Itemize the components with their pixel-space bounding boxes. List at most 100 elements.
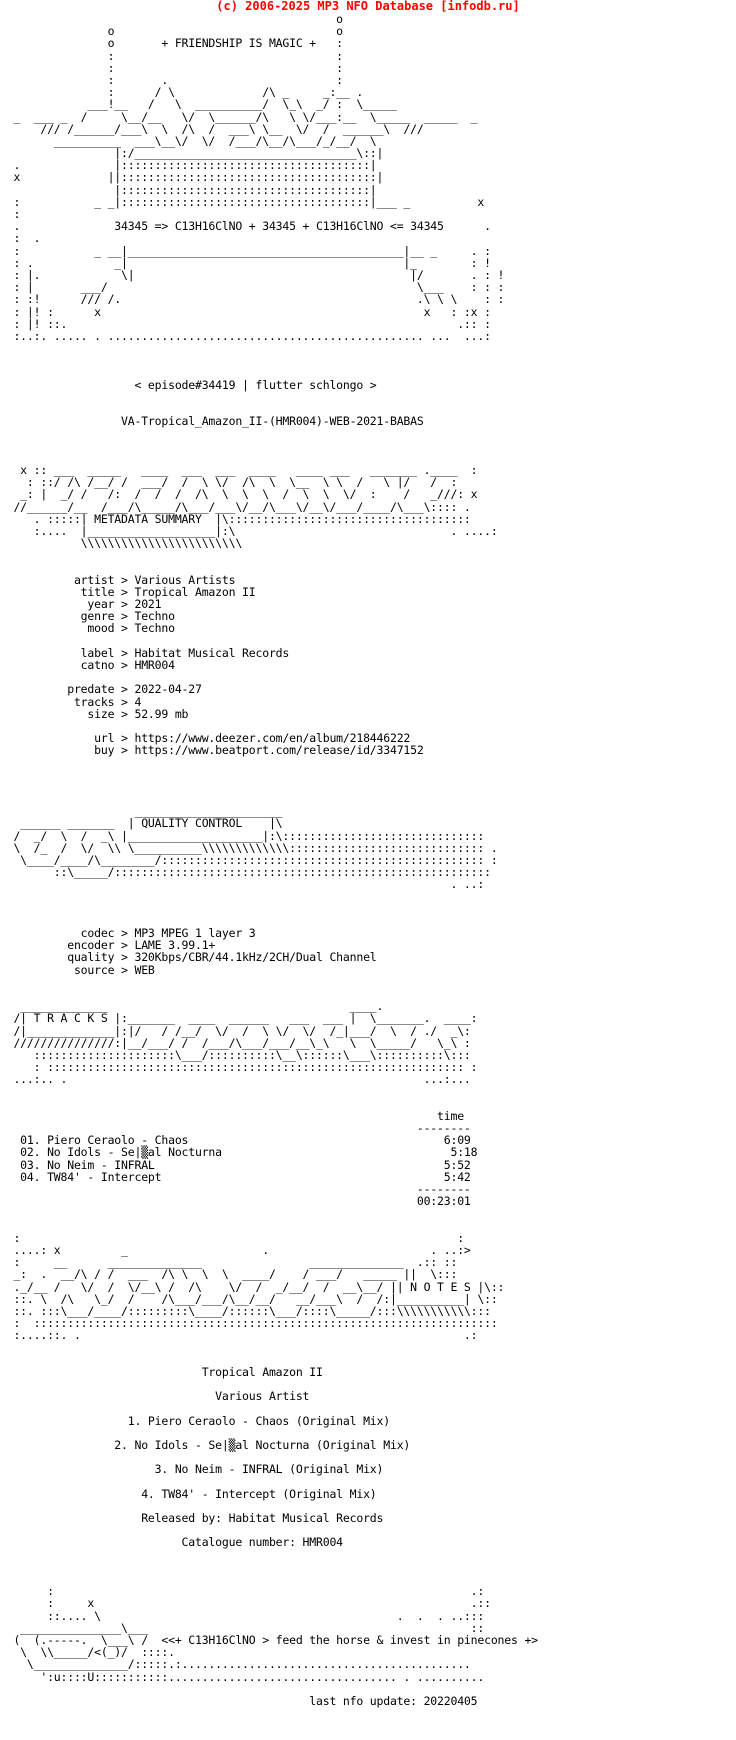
nfo-line: : |! : x x : :x : xyxy=(0,304,491,319)
nfo-line: label > Habitat Musical Records xyxy=(0,645,290,660)
nfo-line xyxy=(0,342,736,354)
nfo-line: |:/_________________________________\::| xyxy=(0,146,384,161)
nfo-line: url > https://www.deezer.com/en/album/21… xyxy=(0,731,411,746)
nfo-line: last nfo update: 20220405 xyxy=(0,1693,478,1708)
nfo-line xyxy=(0,1549,736,1561)
nfo-line: Released by: Habitat Musical Records xyxy=(0,1511,384,1526)
nfo-line xyxy=(0,1561,736,1573)
copyright-header: (c) 2006-2025 MP3 NFO Database [infodb.r… xyxy=(216,0,520,13)
nfo-line xyxy=(0,1207,736,1219)
nfo-line: source > WEB xyxy=(0,962,155,977)
nfo-line: : / \ /\ _ _:__ . xyxy=(0,85,364,100)
nfo-line: artist > Various Artists xyxy=(0,572,236,587)
nfo-line: predate > 2022-04-27 xyxy=(0,682,202,697)
nfo-line xyxy=(0,769,736,781)
nfo-line: title > Tropical Amazon II xyxy=(0,584,256,599)
nfo-line: o o xyxy=(0,24,344,39)
nfo-line: \ \\_____/<(_)/ ::::. xyxy=(0,1645,175,1660)
nfo-line: Tropical Amazon II xyxy=(0,1364,323,1379)
nfo-line: -------- xyxy=(0,1121,471,1136)
nfo-line: : _ _|::::::::::::::::::::::::::::::::::… xyxy=(0,194,485,209)
nfo-line: \ /_ / \/ \\ \__________\\\\\\\\\\\\\:::… xyxy=(0,840,498,855)
nfo-line: . |:::::::::::::::::::::::::::::::::::::… xyxy=(0,158,377,173)
nfo-line xyxy=(0,549,736,561)
nfo-line xyxy=(0,1476,736,1488)
nfo-line xyxy=(0,561,736,573)
nfo-line xyxy=(0,635,736,647)
nfo-line: o xyxy=(0,12,343,26)
nfo-line: x ||::::::::::::::::::::::::::::::::::::… xyxy=(0,170,384,185)
nfo-line: ///////////////:|__/___/ / /___/\___/___… xyxy=(0,1035,471,1050)
nfo-line: ':u::::U:::::::::::.....................… xyxy=(0,1669,485,1684)
nfo-line: . ..: xyxy=(0,877,485,892)
nfo-line: encoder > LAME 3.99.1+ xyxy=(0,938,216,953)
nfo-line xyxy=(0,756,736,768)
nfo-line: ___!__ / \ __________/ \_\ _/ : \_____ xyxy=(0,97,397,112)
nfo-line: : |! ::. .:: : xyxy=(0,316,491,331)
nfo-line: : ::/ /\ /__/ / ___/ / \ \/ /\ \ \__ \ \… xyxy=(0,475,458,490)
nfo-line: Catalogue number: HMR004 xyxy=(0,1535,344,1550)
nfo-line: year > 2021 xyxy=(0,597,162,611)
nfo-line: //______/__ /___/\_____/\___/___\/__/\__… xyxy=(0,499,471,514)
nfo-line: < episode#34419 | flutter schlongo > xyxy=(0,377,377,392)
nfo-line xyxy=(0,1086,736,1098)
nfo-line: \\\\\\\\\\\\\\\\\\\\\\\\ xyxy=(0,536,243,551)
nfo-line: 3. No Neim - INFRAL (Original Mix) xyxy=(0,1462,384,1477)
nfo-line xyxy=(0,1341,736,1353)
nfo-line: : : xyxy=(0,60,344,75)
nfo-line: size > 52.99 mb xyxy=(0,706,189,721)
nfo-line: 03. No Neim - INFRAL 5:52 xyxy=(0,1157,471,1172)
nfo-line: 2. No Idols - Se|▒al Nocturna (Original … xyxy=(0,1437,411,1452)
nfo-line: \____/____/\________/:::::::::::::::::::… xyxy=(0,852,498,867)
nfo-line xyxy=(0,976,736,988)
nfo-line: |:::::::::::::::::::::::::::::::::::::| xyxy=(0,182,377,197)
nfo-line: ( (.-----. \___\ / <<+ C13H16ClNO > feed… xyxy=(0,1632,538,1647)
nfo-line: : __ ______________ ______________ .:: :… xyxy=(0,1255,458,1270)
nfo-line: : ::::::::::::::::::::::::::::::::::::::… xyxy=(0,1316,498,1331)
nfo-line: : : xyxy=(0,48,344,63)
nfo-line: : :! /// /. .\ \ \ : : xyxy=(0,292,505,307)
nfo-line: codec > MP3 MPEG 1 layer 3 xyxy=(0,926,256,941)
nfo-line: : . xyxy=(0,231,41,246)
nfo-line: 02. No Idols - Se|▒al Nocturna 5:18 xyxy=(0,1145,478,1160)
nfo-line: 01. Piero Ceraolo - Chaos 6:09 xyxy=(0,1133,471,1148)
nfo-line: : .: xyxy=(0,1584,485,1599)
nfo-line: : x .:: xyxy=(0,1596,491,1611)
nfo-line: /|_____________|:|/ / /__/ \/ / \ \/ \/ … xyxy=(0,1023,471,1038)
nfo-line xyxy=(0,427,736,439)
nfo-line: . :::::| METADATA SUMMARY |\::::::::::::… xyxy=(0,511,471,526)
nfo-line: quality > 320Kbps/CBR/44.1kHz/2CH/Dual C… xyxy=(0,950,377,965)
nfo-line xyxy=(0,391,736,403)
nfo-line: genre > Techno xyxy=(0,609,175,624)
nfo-line: : _ __|_________________________________… xyxy=(0,243,491,258)
nfo-line: 4. TW84' - Intercept (Original Mix) xyxy=(0,1486,377,1501)
nfo-line xyxy=(0,891,736,903)
nfo-line: ...:.. . ...:... xyxy=(0,1072,471,1087)
nfo-line xyxy=(0,903,736,915)
nfo-line xyxy=(0,1402,736,1414)
nfo-line: __________ ___\__\/ \/ /___/\__/\___/_/_… xyxy=(0,133,377,148)
nfo-line: tracks > 4 xyxy=(0,694,142,709)
nfo-line: time xyxy=(0,1108,464,1123)
nfo-line: ______________________ xyxy=(0,804,283,819)
nfo-line: ....: x _ . . ..:> xyxy=(0,1242,471,1257)
nfo-line: mood > Techno xyxy=(0,621,175,636)
nfo-line: /| T R A C K S |:_______ ____ ______ ___… xyxy=(0,1011,478,1026)
nfo-line: buy > https://www.beatport.com/release/i… xyxy=(0,743,424,758)
nfo-line: VA-Tropical_Amazon_II-(HMR004)-WEB-2021-… xyxy=(0,414,424,429)
nfo-line: : . : xyxy=(0,72,344,87)
nfo-line: :::::::::::::::::::::\___/::::::::::\__\… xyxy=(0,1047,471,1062)
nfo-line: :..:. ..... . ..........................… xyxy=(0,328,491,343)
nfo-line: : |. \| |/ . : ! xyxy=(0,267,505,282)
nfo-line: / _/ \ / _\ |____________________|:\::::… xyxy=(0,828,485,843)
nfo-line xyxy=(0,354,736,366)
nfo-line: : . _| |_ : ! xyxy=(0,255,491,270)
nfo-line xyxy=(0,1354,736,1366)
nfo-line: _ ___ _ / \__/__ \/ \______/\ \ \/___:__… xyxy=(0,109,478,124)
nfo-line: : ::::::::::::::::::::::::::::::::::::::… xyxy=(0,1060,478,1075)
nfo-line xyxy=(0,366,736,378)
nfo-line: 1. Piero Ceraolo - Chaos (Original Mix) xyxy=(0,1413,390,1428)
nfo-line xyxy=(0,440,736,452)
nfo-line: 04. TW84' - Intercept 5:42 xyxy=(0,1169,471,1184)
nfo-line: catno > HMR004 xyxy=(0,657,175,672)
